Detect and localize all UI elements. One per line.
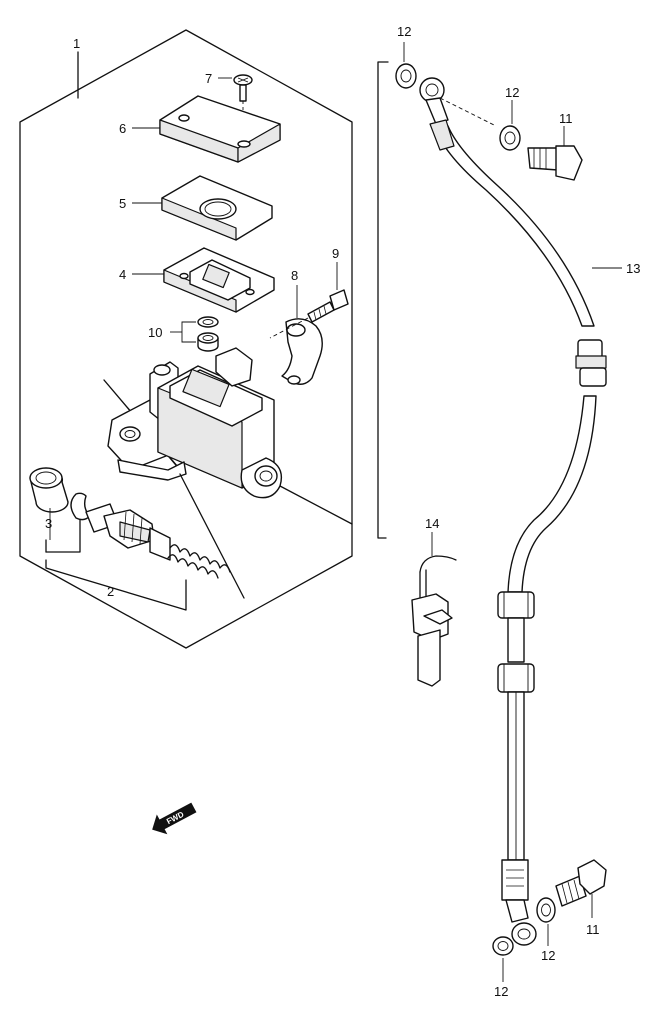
callout-5: 5: [119, 196, 126, 211]
diaphragm-part-4: 4: [119, 247, 275, 313]
brake-hose-part-13: 13: [419, 77, 640, 946]
diaphragm-plate-part-5: 5: [119, 175, 273, 241]
union-bolt-part-11-top: 11: [527, 111, 583, 181]
holder-part-8: 8: [281, 268, 323, 385]
spacer-part-10: 10: [148, 316, 219, 352]
callout-11b: 11: [586, 922, 600, 937]
assembly-outline: 1: [19, 29, 353, 649]
callout-2: 2: [107, 584, 114, 599]
callout-12b: 12: [505, 85, 519, 100]
forward-arrow-icon: FWD: [152, 802, 197, 835]
callout-3: 3: [45, 516, 52, 531]
callout-7: 7: [205, 71, 212, 86]
callout-9: 9: [332, 246, 339, 261]
callout-4: 4: [119, 267, 126, 282]
washer-part-12-upper-right: 12: [499, 85, 521, 151]
master-cylinder-body: [103, 347, 353, 599]
callout-12a: 12: [397, 24, 411, 39]
callout-6: 6: [119, 121, 126, 136]
callout-14: 14: [425, 516, 439, 531]
union-bolt-part-11-bottom: 11: [555, 859, 607, 937]
callout-12c: 12: [541, 948, 555, 963]
washer-part-12-lower-right: 12: [536, 897, 556, 963]
washer-part-12-top: 12: [395, 24, 417, 89]
callout-8: 8: [291, 268, 298, 283]
piston-kit-part-2: 2: [45, 492, 231, 611]
callout-11a: 11: [559, 111, 573, 126]
boot-part-3: 3: [29, 467, 69, 540]
hose-bracket-outline: [377, 61, 389, 539]
washer-part-12-bottom: 12: [492, 936, 514, 999]
reservoir-cap-part-6: 6: [119, 95, 281, 163]
callout-13: 13: [626, 261, 640, 276]
callout-1: 1: [73, 36, 80, 51]
callout-12d: 12: [494, 984, 508, 999]
bolt-part-9: 9: [269, 246, 349, 339]
hose-clamp-part-14: 14: [411, 516, 457, 687]
callout-10: 10: [148, 325, 162, 340]
